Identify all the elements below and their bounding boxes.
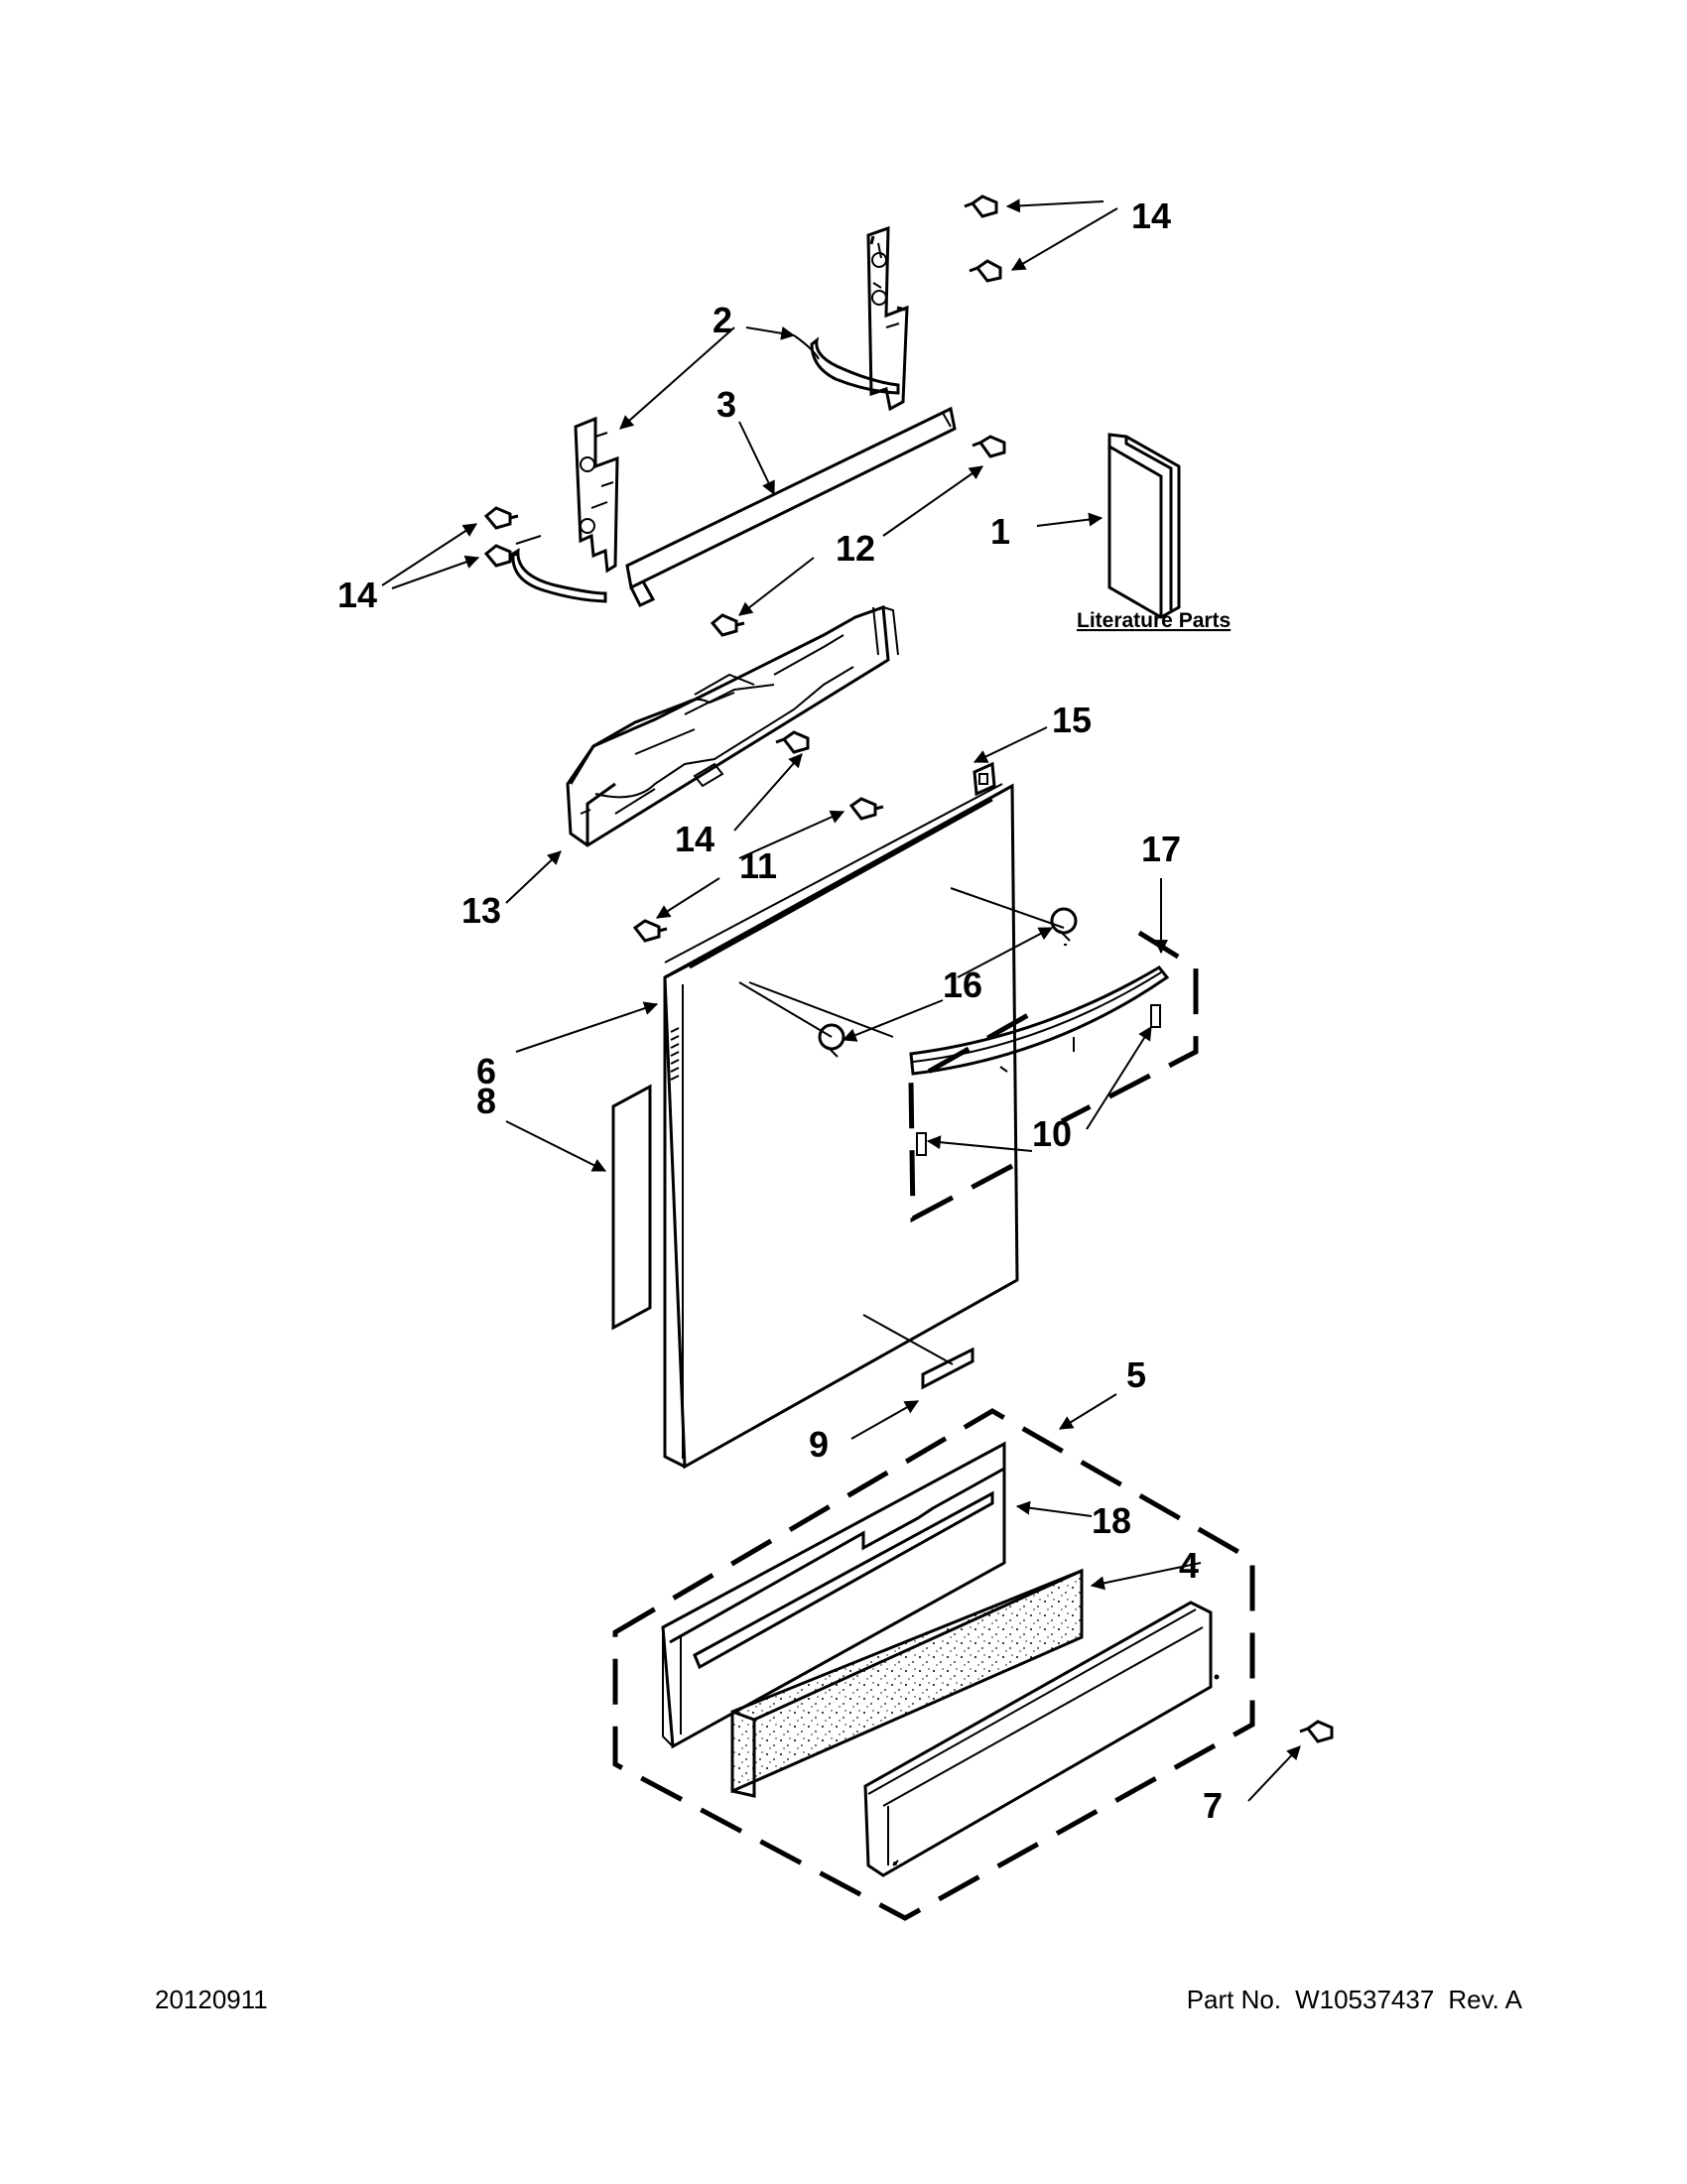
hinge-bracket-right xyxy=(810,225,909,412)
callout-18: 18 xyxy=(1092,1500,1131,1541)
callout-labels: 14 2 3 1 Literature Parts 14 12 15 14 11… xyxy=(337,195,1231,1826)
callout-17: 17 xyxy=(1141,829,1181,869)
door-vent-slots xyxy=(670,1027,680,1081)
callout-16: 16 xyxy=(943,964,982,1005)
part-number-label: Part No. xyxy=(1186,1985,1282,2014)
door-insulation-sheet xyxy=(611,1084,652,1331)
door-clip xyxy=(973,761,996,797)
door-handle xyxy=(909,965,1170,1156)
callout-15: 15 xyxy=(1052,700,1092,740)
callout-5: 5 xyxy=(1126,1354,1146,1395)
callout-2: 2 xyxy=(713,300,732,340)
literature-book xyxy=(1107,433,1181,619)
toe-panel-group-outline xyxy=(612,1408,1255,1921)
callout-14-mid: 14 xyxy=(675,819,714,859)
callout-12: 12 xyxy=(836,528,875,569)
screws xyxy=(483,194,1334,1743)
leader-lines xyxy=(381,198,1301,1802)
callout-14-left: 14 xyxy=(337,575,377,615)
callout-6: 6 xyxy=(476,1051,496,1092)
top-channel-strip xyxy=(625,406,957,607)
door-badge xyxy=(921,1347,974,1390)
toe-panel-front xyxy=(661,1441,1006,1749)
toe-foam-insulation xyxy=(730,1568,1084,1798)
control-latch-assembly xyxy=(566,604,899,847)
callout-7: 7 xyxy=(1203,1785,1223,1826)
callout-14-top: 14 xyxy=(1131,195,1171,236)
part-number: W10537437 xyxy=(1295,1985,1435,2014)
literature-parts-text: Literature Parts xyxy=(1077,609,1231,632)
callout-4: 4 xyxy=(1179,1545,1199,1586)
footer-date: 20120911 xyxy=(155,1985,268,2014)
door-panel xyxy=(663,783,1019,1470)
footer-part-info: Part No. W10537437 Rev. A xyxy=(1187,1985,1522,2015)
hinge-bracket-left xyxy=(511,416,619,603)
revision: Rev. A xyxy=(1448,1985,1522,2014)
callout-1: 1 xyxy=(990,511,1010,552)
callout-10: 10 xyxy=(1032,1113,1072,1154)
callout-13: 13 xyxy=(461,890,501,931)
callout-9: 9 xyxy=(809,1424,829,1465)
toe-kick-bracket xyxy=(863,1601,1220,1877)
callout-8: 8 xyxy=(476,1081,496,1121)
callout-11: 11 xyxy=(739,845,777,886)
callout-3: 3 xyxy=(716,384,736,425)
